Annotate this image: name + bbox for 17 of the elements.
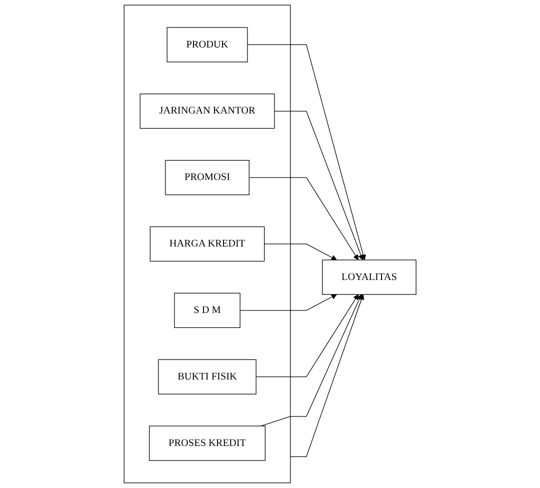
arrow bbox=[260, 294, 362, 426]
arrow bbox=[264, 244, 337, 260]
arrow bbox=[240, 294, 337, 311]
arrow bbox=[274, 110, 364, 260]
arrow bbox=[290, 294, 364, 457]
node-box: S D M bbox=[174, 292, 240, 328]
cluster bbox=[124, 4, 291, 484]
node-box: BUKTI FISIK bbox=[158, 359, 256, 394]
node-box: PRODUK bbox=[166, 27, 248, 62]
arrow bbox=[247, 44, 366, 260]
node-box: HARGA KREDIT bbox=[150, 226, 265, 262]
node-box: LOYALITAS bbox=[322, 260, 416, 295]
arrow bbox=[256, 294, 358, 378]
arrow bbox=[248, 177, 358, 260]
node-box: PROSES KREDIT bbox=[148, 426, 266, 461]
node-box: JARINGAN KANTOR bbox=[140, 94, 275, 129]
node-box: PROMOSI bbox=[164, 160, 250, 196]
